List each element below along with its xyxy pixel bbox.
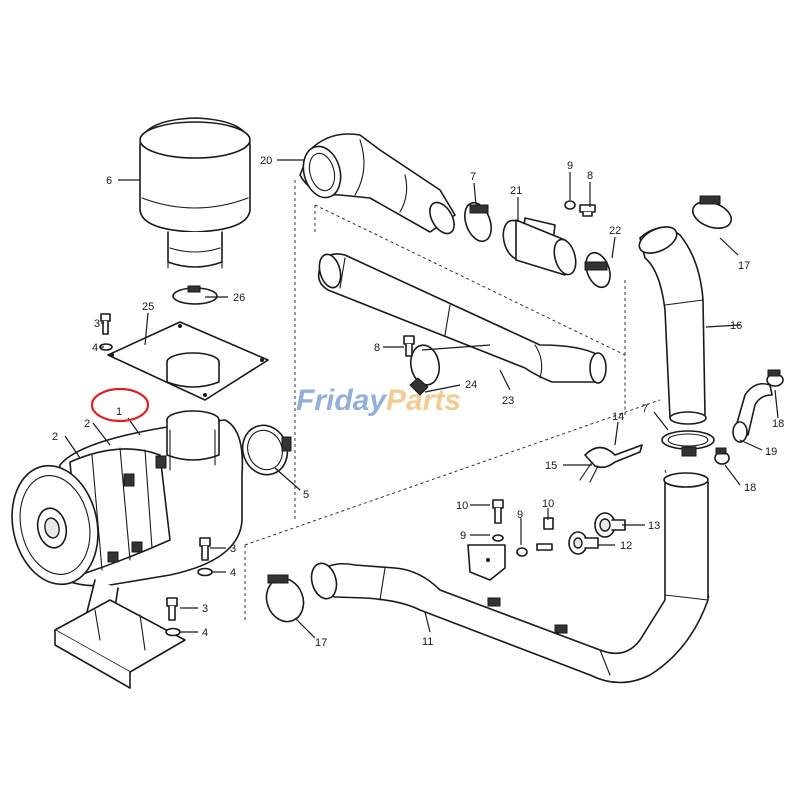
lower-tube [310,472,709,684]
callout-8[interactable]: 8 [587,170,593,182]
watermark-word-2: Parts [386,384,461,417]
callout-18[interactable]: 18 [772,418,784,430]
callout-4[interactable]: 4 [92,342,98,354]
callout-3[interactable]: 3 [230,543,236,555]
clamp-22 [584,251,611,289]
sensor-13 [594,512,626,538]
clamp-17-lower [265,574,305,623]
callout-1[interactable]: 1 [116,406,122,418]
callout-17[interactable]: 17 [738,260,750,272]
washer-9-left [492,534,504,542]
callout-18[interactable]: 18 [744,482,756,494]
intake-elbow [299,133,456,235]
sensor-12 [568,531,599,555]
washer-4-low [165,627,181,637]
small-hose [732,382,773,443]
leader-lines [64,159,779,639]
clamp-17-upper [691,195,733,229]
bolt-8-upper [579,204,596,217]
callout-15[interactable]: 15 [545,460,557,472]
callout-24[interactable]: 24 [465,379,477,391]
assembly-outline-upper [294,180,626,520]
watermark: FridayParts [296,384,461,417]
callout-14[interactable]: 14 [612,411,624,423]
clamp-5 [241,424,292,476]
callout-26[interactable]: 26 [233,292,245,304]
bolt-3-low [166,597,178,621]
callout-12[interactable]: 12 [620,540,632,552]
callout-2[interactable]: 2 [52,431,58,443]
bolt-3-mid [199,537,211,561]
mounting-bracket [54,599,186,689]
callout-8[interactable]: 8 [374,342,380,354]
callout-10[interactable]: 10 [542,498,554,510]
washer-4-mid [197,567,213,577]
callout-9[interactable]: 9 [517,509,523,521]
callout-9[interactable]: 9 [567,160,573,172]
intake-tube [317,253,607,384]
bolt-10-left [492,499,504,524]
washer-9-right [516,547,528,557]
support-bracket [467,544,506,581]
callout-9[interactable]: 9 [460,530,466,542]
callout-6[interactable]: 6 [106,175,112,187]
clamp-18-upper [766,369,784,387]
callout-20[interactable]: 20 [260,155,272,167]
watermark-word-1: Friday [296,384,387,417]
clamp-24 [409,344,441,396]
strap-clip [579,444,643,483]
callout-23[interactable]: 23 [502,395,514,407]
callout-13[interactable]: 13 [648,520,660,532]
clamp-18-lower [714,447,730,465]
callout-25[interactable]: 25 [142,301,154,313]
callout-2[interactable]: 2 [84,418,90,430]
callout-3[interactable]: 3 [202,603,208,615]
bolt-10-right [536,517,554,551]
bolt-3-upper [100,313,111,335]
callout-4[interactable]: 4 [230,567,236,579]
clamp-7-lower [661,430,715,457]
callout-7[interactable]: 7 [642,403,648,415]
callout-16[interactable]: 16 [730,320,742,332]
callout-5[interactable]: 5 [303,489,309,501]
callout-21[interactable]: 21 [510,185,522,197]
flange-adaptor [502,217,577,276]
washer-9-upper [564,200,576,210]
gasket-plate [107,321,269,401]
bolt-8-mid [403,335,415,357]
callout-17[interactable]: 17 [315,637,327,649]
callout-11[interactable]: 11 [422,636,433,648]
callout-10[interactable]: 10 [456,500,468,512]
clamp-7-upper [464,201,492,243]
callout-19[interactable]: 19 [765,446,777,458]
pre-cleaner-cap [139,117,251,269]
callout-3[interactable]: 3 [94,318,100,330]
callout-labels: 1 2 2 3 3 3 4 4 4 5 6 7 7 8 8 9 9 9 10 1… [52,155,784,649]
vertical-tube [638,226,707,425]
clamp-26 [172,285,218,305]
callout-22[interactable]: 22 [609,225,621,237]
svg-text:FridayParts: FridayParts [296,384,461,417]
callout-7[interactable]: 7 [470,171,476,183]
highlight-circle [90,387,150,423]
callout-4[interactable]: 4 [202,627,208,639]
filter-end-cover [11,464,99,586]
